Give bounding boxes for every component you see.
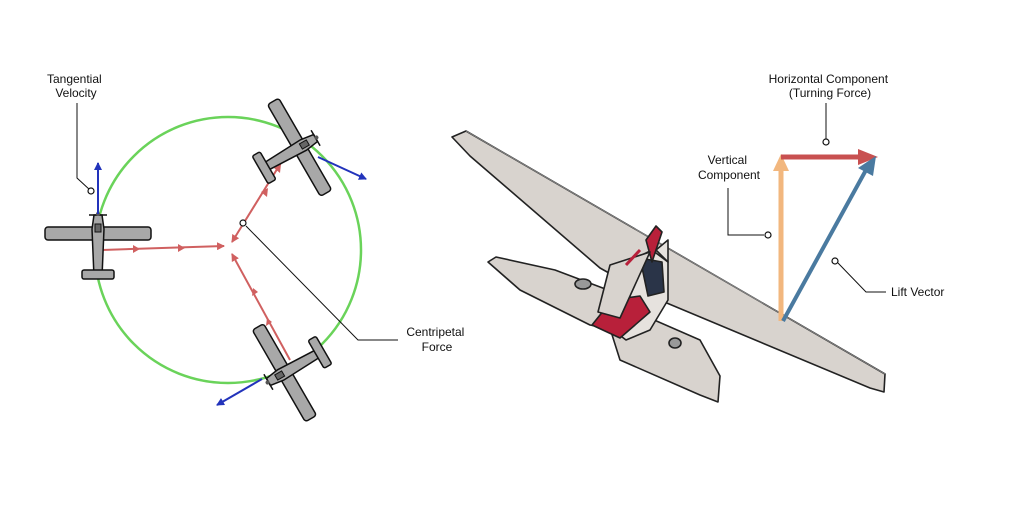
tangential-velocity-line-1: Tangential: [47, 72, 102, 86]
banked-turn-diagram: Horizontal Component (Turning Force) Ver…: [451, 72, 944, 403]
centripetal-force-line-2: Force: [422, 340, 453, 354]
force-arrow-bottom: [231, 253, 291, 361]
airplane-top-view-icon: [232, 89, 346, 217]
centripetal-force-line-1: Centripetal: [406, 325, 464, 339]
horizontal-component-arrowhead: [858, 149, 878, 165]
lift-vector-label: Lift Vector: [891, 285, 944, 299]
airplane-top-view-icon: [238, 303, 352, 431]
lift-vector-arrow: [781, 169, 868, 322]
vertical-component-leader: [727, 188, 764, 236]
floatplane-banking-icon: [451, 130, 886, 403]
airplane-top-view-icon: [44, 211, 152, 280]
velocity-arrow-top: [317, 156, 367, 180]
turn-center-marker: [239, 219, 247, 227]
centripetal-force-label: Centripetal Force: [406, 325, 467, 354]
lift-vector-leader: [837, 262, 886, 293]
vertical-component-arrowhead: [773, 154, 789, 171]
force-arrow-ticks: [133, 164, 281, 326]
tangential-velocity-leader: [76, 103, 91, 191]
force-arrow-left: [101, 242, 225, 251]
velocity-arrow-bottom: [216, 378, 263, 406]
tangential-velocity-line-2: Velocity: [55, 86, 96, 100]
vertical-component-line-1: Vertical: [708, 153, 747, 167]
vertical-component-line-2: Component: [698, 168, 761, 182]
tangential-velocity-label: Tangential Velocity: [47, 72, 105, 100]
lift-vector-arrowhead: [858, 156, 876, 176]
horizontal-component-label: Horizontal Component (Turning Force): [769, 72, 892, 100]
horizontal-component-line-1: Horizontal Component: [769, 72, 889, 86]
circular-turn-diagram: Tangential Velocity Centripetal Force: [44, 72, 467, 431]
horizontal-component-line-2: (Turning Force): [789, 86, 871, 100]
centripetal-force-leader: [245, 225, 398, 341]
vertical-component-label: Vertical Component: [698, 153, 761, 182]
